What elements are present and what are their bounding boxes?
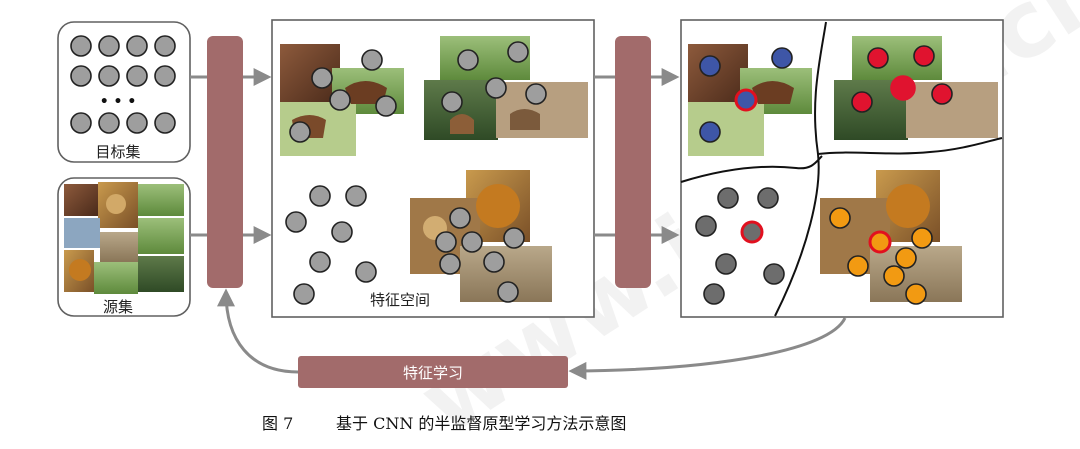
feedback-arrow <box>217 288 299 374</box>
target-node-grid <box>70 35 176 134</box>
node-circle <box>355 261 377 283</box>
gray-node <box>715 253 737 275</box>
feature-space-nodes <box>285 41 547 305</box>
gray-node <box>695 215 717 237</box>
clustered-nodes <box>695 45 953 305</box>
red-node <box>913 45 935 67</box>
node-circle <box>98 35 120 57</box>
red-prototype <box>890 75 916 101</box>
blue-prototype <box>734 88 758 112</box>
blue-node <box>771 47 793 69</box>
node-circle <box>70 35 92 57</box>
figure-number: 图 7 <box>262 414 293 433</box>
node-circle <box>293 283 315 305</box>
orange-prototype <box>868 230 892 254</box>
orange-node <box>883 265 905 287</box>
gray-node <box>717 187 739 209</box>
red-node <box>931 83 953 105</box>
node-circle <box>439 253 461 275</box>
node-circle <box>483 251 505 273</box>
figure-caption: 基于 CNN 的半监督原型学习方法示意图 <box>336 414 626 433</box>
node-circle <box>345 185 367 207</box>
target-set-panel: • • • 目标集 <box>57 21 191 163</box>
node-circle <box>497 281 519 303</box>
node-circle <box>461 231 483 253</box>
gray-node <box>763 263 785 285</box>
orange-node <box>911 227 933 249</box>
node-circle <box>98 112 120 134</box>
node-circle <box>126 65 148 87</box>
blue-node <box>699 55 721 77</box>
gray-prototype <box>740 220 764 244</box>
orange-node <box>847 255 869 277</box>
feature-learning-label: 特征学习 <box>403 364 463 382</box>
node-circle <box>154 35 176 57</box>
feature-space-label: 特征空间 <box>370 291 430 309</box>
node-circle <box>154 112 176 134</box>
blue-node <box>699 121 721 143</box>
node-circle <box>435 231 457 253</box>
cnn-block-2 <box>615 36 651 288</box>
node-circle <box>485 77 507 99</box>
node-circle <box>285 211 307 233</box>
orange-node <box>829 207 851 229</box>
decision-boundaries <box>680 21 1003 317</box>
feature-space-panel: 特征空间 <box>271 19 595 318</box>
node-circle <box>154 65 176 87</box>
node-circle <box>361 49 383 71</box>
node-circle <box>525 83 547 105</box>
node-circle <box>70 65 92 87</box>
node-circle <box>449 207 471 229</box>
cnn-block-1 <box>207 36 243 288</box>
node-circle <box>98 65 120 87</box>
node-circle <box>289 121 311 143</box>
node-circle <box>375 95 397 117</box>
node-circle <box>70 112 92 134</box>
node-circle <box>503 227 525 249</box>
red-node <box>851 91 873 113</box>
gray-node <box>703 283 725 305</box>
node-circle <box>457 49 479 71</box>
feedback-arrow <box>568 317 847 380</box>
source-set-label: 源集 <box>103 298 133 316</box>
red-node <box>867 47 889 69</box>
source-set-panel: 源集 <box>57 177 191 317</box>
prototype-clusters-panel <box>680 19 1004 318</box>
node-circle <box>126 112 148 134</box>
node-circle <box>331 221 353 243</box>
orange-node <box>905 283 927 305</box>
node-circle <box>309 185 331 207</box>
node-circle <box>329 89 351 111</box>
feature-learning-block <box>298 356 568 388</box>
result-lion-photos <box>820 170 962 302</box>
node-circle <box>309 251 331 273</box>
node-circle <box>311 67 333 89</box>
node-circle <box>441 91 463 113</box>
ellipsis: • • • <box>100 94 137 110</box>
orange-node <box>895 247 917 269</box>
target-set-label: 目标集 <box>95 143 140 161</box>
node-circle <box>126 35 148 57</box>
gray-node <box>757 187 779 209</box>
source-photo-collage <box>64 182 184 294</box>
node-circle <box>507 41 529 63</box>
